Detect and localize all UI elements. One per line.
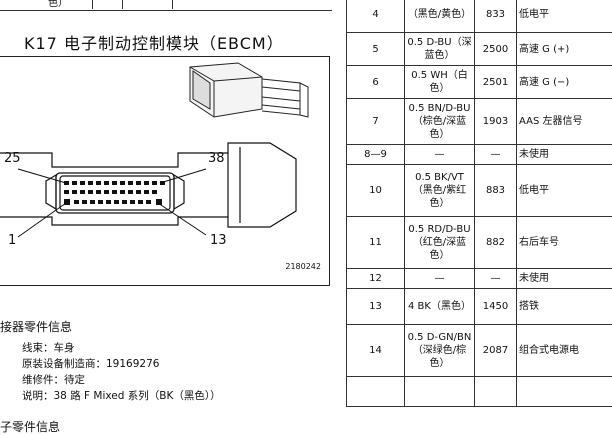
table-row: 7 0.5 BN/D-BU（棕色/深蓝色） 1903 AAS 左器信号	[347, 99, 612, 145]
wire-cell: 4 BK（黑色）	[405, 289, 475, 325]
wire-cell: —	[405, 269, 475, 289]
function-cell: 高速 G (+)	[517, 33, 612, 66]
function-cell: 组合式电源电	[517, 325, 612, 377]
info-line-service-part: 维修件：待定	[22, 372, 85, 387]
section-heading: K17 电子制动控制模块（EBCM）	[24, 30, 284, 54]
pin-label-38: 38	[208, 151, 225, 166]
function-cell: 高速 G (−)	[517, 66, 612, 99]
wire-cell: 0.5 D-BU（深蓝色）	[405, 33, 475, 66]
table-row: 11 0.5 RD/D-BU（红色/深蓝色） 882 右后车号	[347, 217, 612, 269]
info-line-oem: 原装设备制造商：19169276	[22, 356, 159, 371]
wire-cell: —	[405, 145, 475, 165]
function-cell: 搭铁	[517, 289, 612, 325]
table-row: 10 0.5 BK/VT（黑色/紫红色） 883 低电平	[347, 165, 612, 217]
pin-cell: 10	[347, 165, 405, 217]
info-line-description: 说明：38 路 F Mixed 系列（BK（黑色））	[22, 388, 221, 403]
next-section-title: 子零件信息	[0, 418, 60, 435]
table-row	[347, 377, 612, 407]
function-cell: 低电平	[517, 165, 612, 217]
function-cell: 未使用	[517, 269, 612, 289]
pin-label-25: 25	[4, 151, 21, 166]
table-row: 6 0.5 WH（白色） 2501 高速 G (−)	[347, 66, 612, 99]
table-row: 13 4 BK（黑色） 1450 搭铁	[347, 289, 612, 325]
function-cell: 低电平	[517, 0, 612, 33]
function-cell: 未使用	[517, 145, 612, 165]
connector-pins	[64, 181, 165, 205]
table-row: 12 — — 未使用	[347, 269, 612, 289]
function-cell: AAS 左器信号	[517, 99, 612, 145]
left-column: 色） K17 电子制动控制模块（EBCM）	[0, 0, 336, 430]
pin-cell: 8—9	[347, 145, 405, 165]
wire-cell: 0.5 WH（白色）	[405, 66, 475, 99]
previous-table-fragment: 色）	[0, 0, 332, 11]
table-row: 8—9 — — 未使用	[347, 145, 612, 165]
circuit-cell: 2501	[475, 66, 517, 99]
pin-cell: 14	[347, 325, 405, 377]
wire-cell: 0.5 BK/VT（黑色/紫红色）	[405, 165, 475, 217]
pin-cell: 6	[347, 66, 405, 99]
fragment-text: 色）	[48, 0, 68, 9]
figure-number: 2180242	[285, 262, 321, 271]
circuit-cell: 2500	[475, 33, 517, 66]
circuit-cell: 2087	[475, 325, 517, 377]
wire-cell: （黑色/黄色）	[405, 0, 475, 33]
pin-cell: 11	[347, 217, 405, 269]
pin-cell: 12	[347, 269, 405, 289]
info-line-harness: 线束：车身	[22, 340, 75, 355]
pinout-table-container: 4 （黑色/黄色） 833 低电平 5 0.5 D-BU（深蓝色） 2500 高…	[346, 0, 612, 430]
function-cell: 右后车号	[517, 217, 612, 269]
wire-cell: 0.5 RD/D-BU（红色/深蓝色）	[405, 217, 475, 269]
connector-info-title: 接器零件信息	[0, 318, 72, 335]
pin-cell: 5	[347, 33, 405, 66]
pin-cell: 4	[347, 0, 405, 33]
connector-illustration	[0, 57, 330, 287]
table-row: 14 0.5 D-GN/BN（深绿色/棕色） 2087 组合式电源电	[347, 325, 612, 377]
pin-label-1: 1	[8, 233, 16, 248]
circuit-cell: 1903	[475, 99, 517, 145]
pin-cell: 13	[347, 289, 405, 325]
circuit-cell: 883	[475, 165, 517, 217]
pinout-table: 4 （黑色/黄色） 833 低电平 5 0.5 D-BU（深蓝色） 2500 高…	[346, 0, 612, 407]
table-row: 5 0.5 D-BU（深蓝色） 2500 高速 G (+)	[347, 33, 612, 66]
circuit-cell: —	[475, 269, 517, 289]
connector-figure: 25 38 1 13 2180242	[0, 56, 330, 286]
table-row: 4 （黑色/黄色） 833 低电平	[347, 0, 612, 33]
circuit-cell: —	[475, 145, 517, 165]
pin-cell: 7	[347, 99, 405, 145]
circuit-cell: 882	[475, 217, 517, 269]
circuit-cell: 833	[475, 0, 517, 33]
pin-label-13: 13	[210, 233, 227, 248]
circuit-cell: 1450	[475, 289, 517, 325]
wire-cell: 0.5 D-GN/BN（深绿色/棕色）	[405, 325, 475, 377]
wire-cell: 0.5 BN/D-BU（棕色/深蓝色）	[405, 99, 475, 145]
connector-3d-icon	[190, 63, 308, 117]
